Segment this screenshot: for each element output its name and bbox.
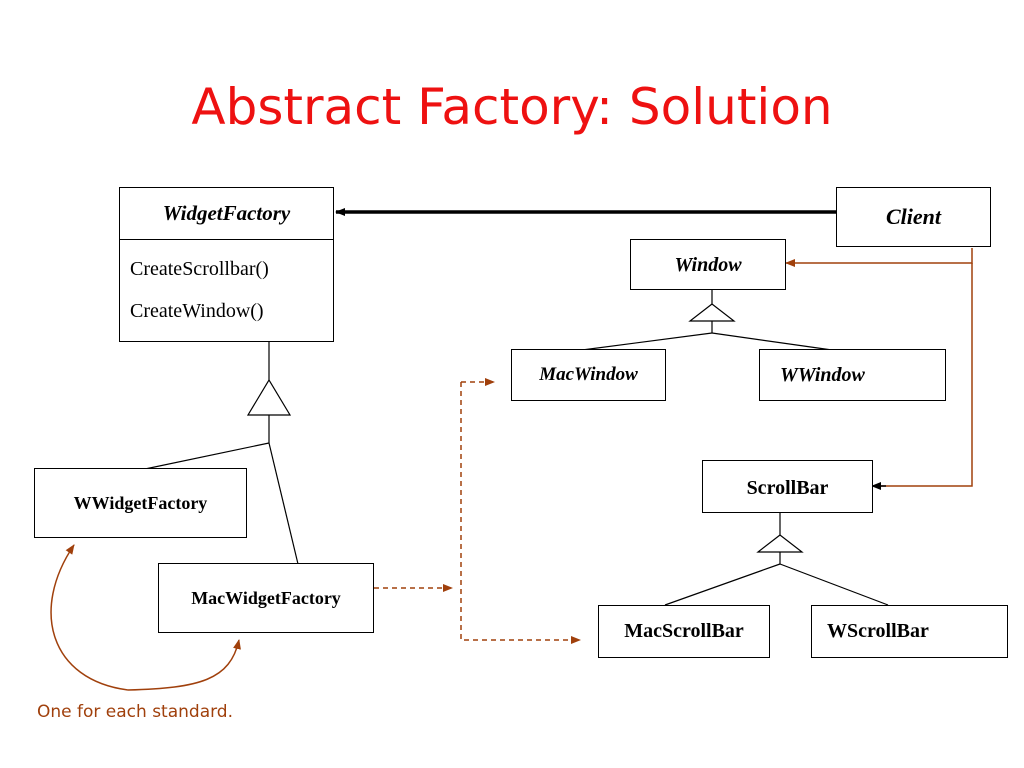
client-scrollbar-dependency (872, 263, 973, 487)
client-window-dependency (785, 248, 973, 267)
note-text: One for each standard. (37, 702, 234, 722)
widget-factory-class[interactable]: WidgetFactory CreateScrollbar() CreateWi… (119, 187, 334, 342)
window-inheritance-triangle (688, 303, 736, 322)
mac-window-class[interactable]: MacWindow (511, 349, 666, 401)
scrollbar-class[interactable]: ScrollBar (702, 460, 873, 513)
mac-scrollbar-class[interactable]: MacScrollBar (598, 605, 770, 658)
scrollbar-inheritance-triangle (756, 534, 804, 553)
widget-factory-name: WidgetFactory (120, 188, 333, 240)
create-scrollbar-operation: CreateScrollbar() (130, 258, 269, 280)
w-window-class[interactable]: WWindow (759, 349, 946, 401)
w-widget-factory-class[interactable]: WWidgetFactory (34, 468, 247, 538)
slide-title: Abstract Factory: Solution (191, 78, 833, 136)
create-window-operation: CreateWindow() (130, 300, 264, 322)
client-class[interactable]: Client (836, 187, 991, 247)
factory-inheritance-triangle (246, 378, 292, 416)
w-scrollbar-class[interactable]: WScrollBar (811, 605, 1008, 658)
mac-widget-factory-class[interactable]: MacWidgetFactory (158, 563, 374, 633)
window-class[interactable]: Window (630, 239, 786, 290)
note-arrow-left (50, 544, 129, 691)
note-arrow-right (127, 639, 241, 691)
mac-factory-dependency (460, 382, 581, 644)
